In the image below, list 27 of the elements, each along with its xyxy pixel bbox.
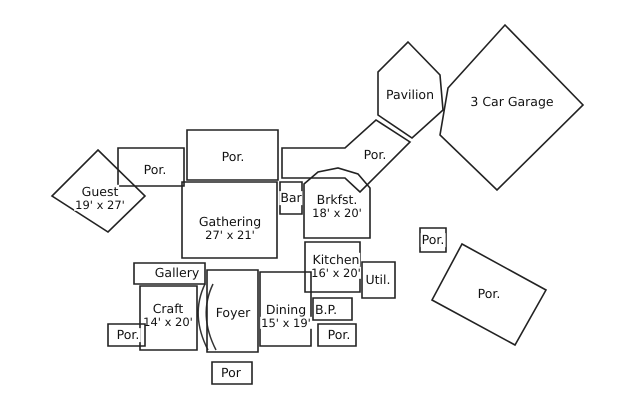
room-name: Por [220, 366, 242, 380]
room-dimension: 16' x 20' [310, 266, 362, 280]
room-name: 3 Car Garage [469, 95, 555, 109]
room-name: Craft [152, 302, 184, 316]
room-dimension: 14' x 20' [142, 316, 194, 328]
room-name: Pavilion [384, 88, 436, 102]
room-name: Por. [142, 163, 168, 177]
room-name: Por. [220, 150, 246, 164]
room-name: Bar [279, 191, 303, 205]
room-name: Gallery [154, 266, 200, 280]
room-name: B.P. [314, 303, 338, 317]
room-name: Dining [264, 302, 308, 317]
room-dimension: 18' x 20' [311, 206, 363, 220]
room-dimension: 15' x 19' [260, 316, 312, 330]
room-name: Brkfst. [316, 192, 358, 207]
room-name: Por. [326, 328, 352, 342]
room-dimension: 19' x 27' [74, 198, 126, 212]
room-name: Kitchen [312, 252, 360, 267]
room-name: Guest [80, 184, 120, 199]
room-name: Por. [476, 287, 502, 301]
room-dimension: 27' x 21' [204, 228, 256, 242]
room-name: Por. [420, 233, 446, 247]
room-name: Por. [116, 328, 140, 342]
room-name: Foyer [214, 306, 252, 320]
room-name: Por. [362, 148, 388, 162]
room-name: Util. [364, 273, 392, 287]
room-name: Gathering [198, 214, 262, 229]
